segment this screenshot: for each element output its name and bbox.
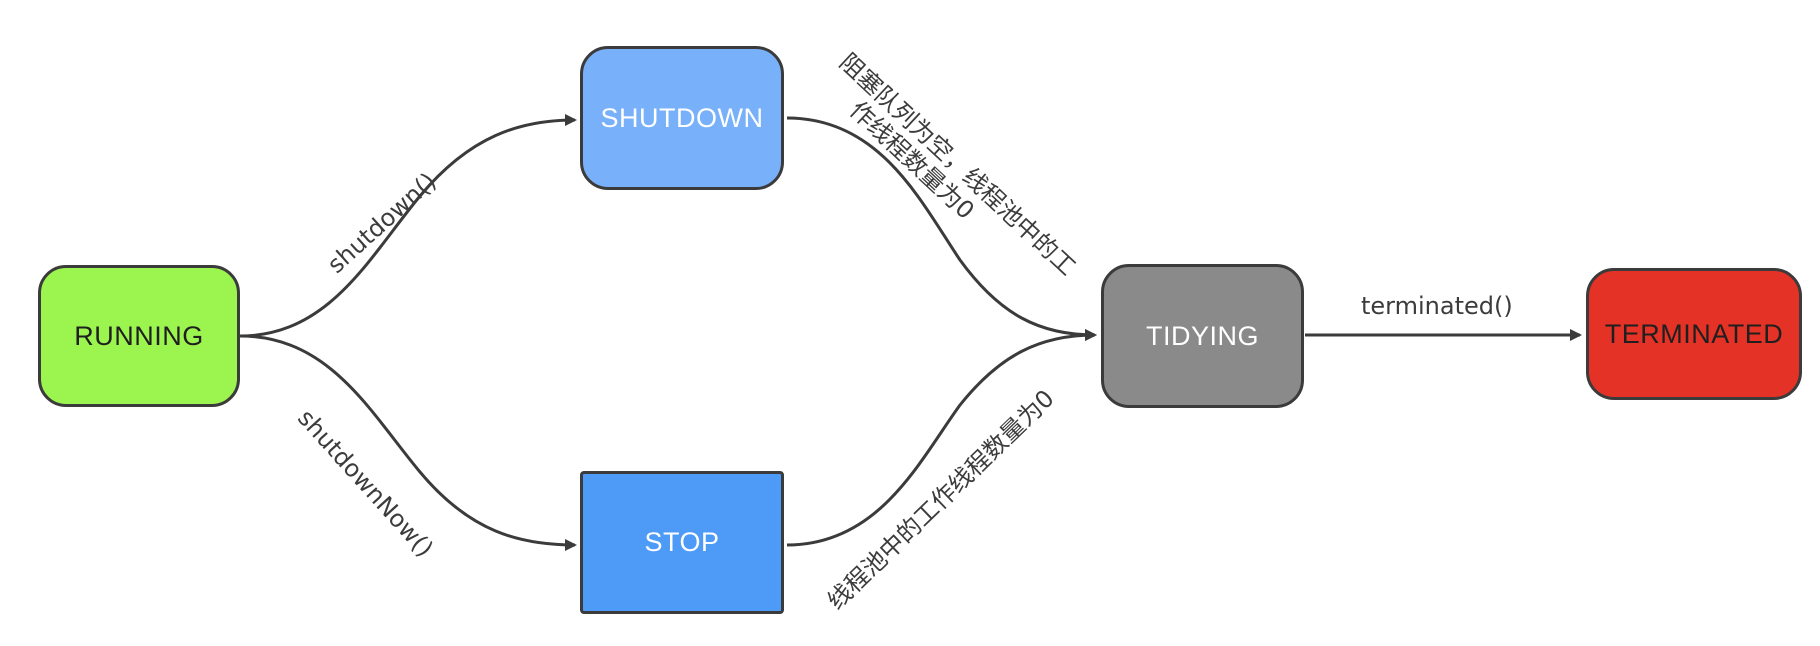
state-tidying-label: TIDYING — [1145, 320, 1259, 351]
state-shutdown-label: SHUTDOWN — [600, 102, 764, 133]
state-stop: STOP — [580, 471, 784, 614]
edge-shutdown-to-tidying — [786, 116, 1097, 341]
edge-running-to-stop — [239, 334, 577, 551]
state-terminated: TERMINATED — [1586, 268, 1802, 400]
state-tidying: TIDYING — [1101, 264, 1304, 408]
edge-stop-to-tidying — [786, 329, 1097, 547]
state-running-label: RUNNING — [74, 320, 204, 351]
state-running: RUNNING — [38, 265, 240, 407]
state-shutdown: SHUTDOWN — [580, 46, 784, 190]
state-terminated-label: TERMINATED — [1604, 318, 1784, 349]
label-terminated-call: terminated() — [1361, 292, 1513, 320]
state-stop-label: STOP — [644, 527, 720, 557]
edge-running-to-shutdown — [239, 114, 577, 338]
